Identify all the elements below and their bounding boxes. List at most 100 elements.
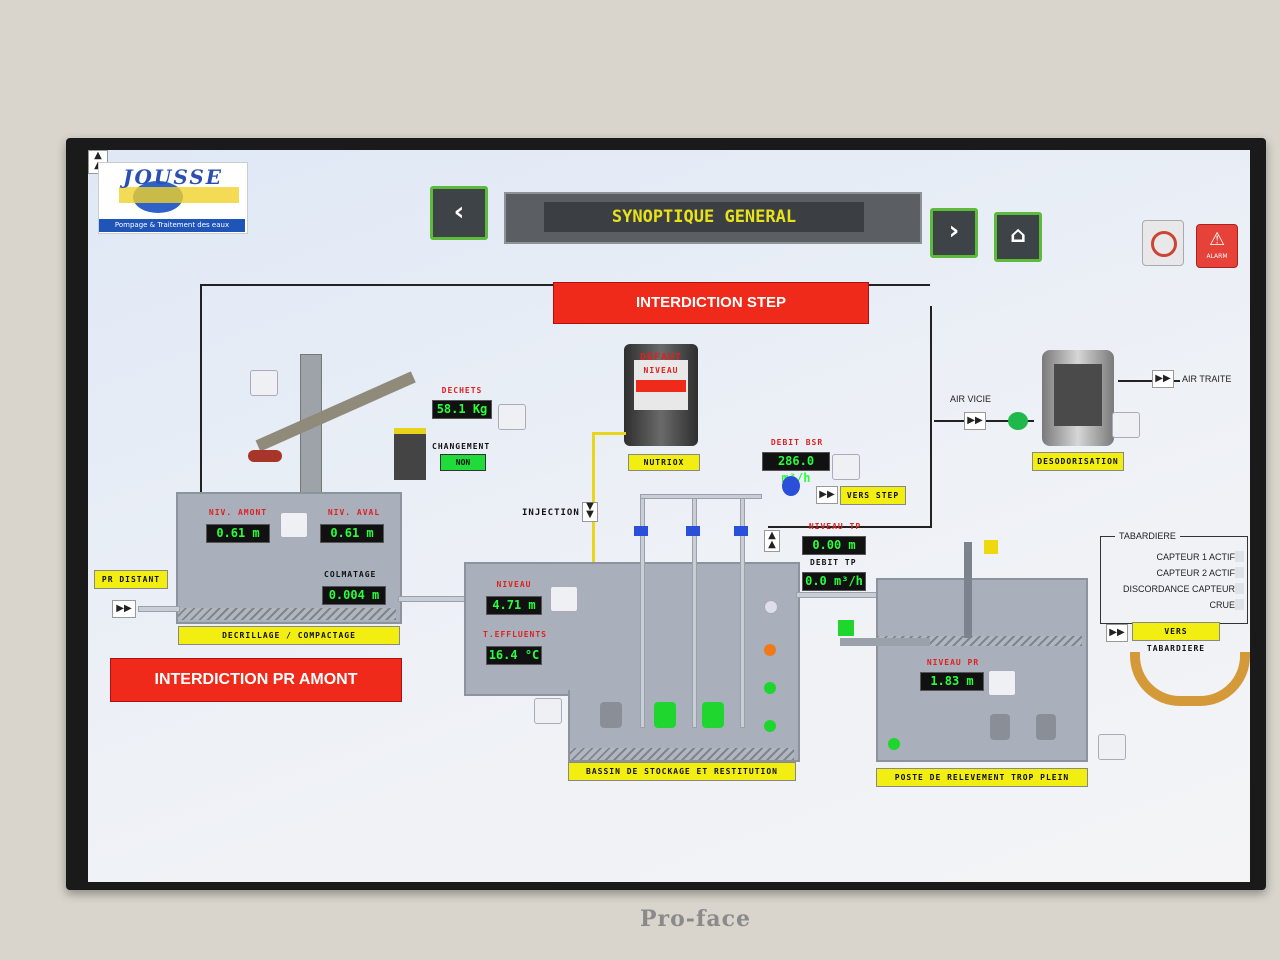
alarm-button[interactable]: ⚠ ALARM	[1196, 224, 1238, 268]
pump-1[interactable]	[600, 702, 622, 728]
debit-tp-value: 0.0 m³/h	[802, 572, 866, 591]
changement-value[interactable]: NON	[440, 454, 486, 471]
reset-icon-dechets[interactable]	[498, 404, 526, 430]
bassin-name: BASSIN DE STOCKAGE ET RESTITUTION	[568, 762, 796, 781]
maintenance-icon-bassin-2[interactable]	[534, 698, 562, 724]
vers-step-arrow[interactable]: ▶▶	[816, 486, 838, 504]
nutriox-niveau-label: NIVEAU	[643, 366, 679, 375]
bassin-niveau-label: NIVEAU	[496, 580, 532, 589]
reset-icon-debit[interactable]	[832, 454, 860, 480]
alarm-off-icon	[1151, 231, 1177, 257]
degrillage-tank-floor	[178, 608, 396, 620]
tabardiere-item-label: CAPTEUR 1 ACTIF	[1156, 552, 1235, 562]
bell-icon: ⚠	[1209, 229, 1226, 250]
pump-3[interactable]	[702, 702, 724, 728]
niv-aval-label: NIV. AVAL	[327, 508, 381, 517]
tabardiere-channel	[1130, 652, 1250, 706]
title-bar: SYNOPTIQUE GENERAL	[504, 192, 922, 244]
bassin-niveau-value: 4.71 m	[486, 596, 542, 615]
niveau-pr-label: NIVEAU PR	[926, 658, 980, 667]
maintenance-icon-pr[interactable]	[988, 670, 1016, 696]
maintenance-icon-bassin[interactable]	[550, 586, 578, 612]
tabardiere-indicator	[1235, 583, 1244, 594]
niv-aval-value: 0.61 m	[320, 524, 384, 543]
maintenance-icon-1[interactable]	[250, 370, 278, 396]
debit-bsr-value: 286.0 m³/h	[762, 452, 830, 485]
hmi-screen: JOUSSE Pompage & Traitement des eaux ‹ S…	[88, 150, 1250, 882]
dechets-label: DECHETS	[441, 386, 483, 395]
level-arrows-tp[interactable]: ▲▲	[764, 530, 780, 552]
tabardiere-item-label: DISCORDANCE CAPTEUR	[1122, 584, 1235, 594]
vers-tabardiere-arrow[interactable]: ▶▶	[1106, 624, 1128, 642]
pr-float-indicator	[888, 738, 900, 750]
maintenance-icon-deso[interactable]	[1112, 412, 1140, 438]
fan-icon	[1008, 412, 1028, 430]
line-left-vertical	[200, 284, 202, 502]
motor-red	[248, 450, 282, 462]
niv-amont-value: 0.61 m	[206, 524, 270, 543]
maintenance-icon-amont[interactable]	[280, 512, 308, 538]
tabardiere-indicator	[1235, 567, 1244, 578]
pump-2[interactable]	[654, 702, 676, 728]
temp-label: T.EFFLUENTS	[483, 630, 547, 639]
poste-name: POSTE DE RELEVEMENT TROP PLEIN	[876, 768, 1088, 787]
nutriox-level-bar	[636, 380, 686, 392]
nutriox-tank: DEFAUT NIVEAU	[624, 344, 698, 446]
float-indicator-3	[764, 682, 776, 694]
bassin-floor	[570, 748, 794, 760]
niveau-pr-value: 1.83 m	[920, 672, 984, 691]
chevron-left-icon: ‹	[453, 197, 465, 227]
tabardiere-title: TABARDIERE	[1115, 531, 1180, 541]
forward-button[interactable]: ›	[930, 208, 978, 258]
chevron-right-icon: ›	[948, 216, 960, 246]
temp-value: 16.4 °C	[486, 646, 542, 665]
pr-distant-arrow[interactable]: ▶▶	[112, 600, 136, 618]
air-vicie-arrow[interactable]: ▶▶	[964, 412, 986, 430]
alarm-label: ALARM	[1206, 253, 1228, 260]
nutriox-name: NUTRIOX	[628, 454, 700, 471]
sensor-yellow	[984, 540, 998, 554]
alarm-acknowledge-button[interactable]	[1142, 220, 1184, 266]
changement-label: CHANGEMENT	[432, 442, 491, 451]
flowmeter-icon	[782, 476, 800, 496]
niveau-tp-label: NIVEAU TP	[808, 522, 862, 531]
valve-3-icon[interactable]	[734, 526, 748, 536]
waste-bin	[394, 428, 426, 480]
pr-pump-1[interactable]	[990, 714, 1010, 740]
pipe-pr-distant	[138, 606, 180, 612]
injection-arrow[interactable]: ▼▼	[582, 502, 598, 522]
logo-yellow-swash	[119, 187, 239, 203]
line-step-h	[768, 526, 932, 528]
logo-text: JOUSSE	[123, 165, 224, 189]
dechets-value: 58.1 Kg	[432, 400, 492, 419]
desodorisation-name: DESODORISATION	[1032, 452, 1124, 471]
valve-2-icon[interactable]	[686, 526, 700, 536]
pr-pipe-inlet	[840, 638, 930, 646]
vers-step-label: VERS STEP	[840, 486, 906, 505]
home-icon: ⌂	[1010, 223, 1026, 248]
tabardiere-indicator	[1235, 551, 1244, 562]
pr-valve-green[interactable]	[838, 620, 854, 636]
niv-amont-label: NIV. AMONT	[208, 508, 268, 517]
float-indicator-2	[764, 644, 776, 656]
home-button[interactable]: ⌂	[994, 212, 1042, 262]
sensor-mast	[964, 542, 972, 638]
line-air-traite	[1118, 380, 1180, 382]
back-button[interactable]: ‹	[430, 186, 488, 240]
interdiction-pr-amont-banner: INTERDICTION PR AMONT	[110, 658, 402, 702]
bassin-header	[640, 494, 762, 499]
air-traite-label: AIR TRAITE	[1182, 374, 1232, 384]
logo-subtitle: Pompage & Traitement des eaux	[99, 219, 245, 232]
float-indicator-1	[764, 600, 778, 614]
injection-pipe-h	[592, 432, 626, 435]
company-logo: JOUSSE Pompage & Traitement des eaux	[98, 162, 248, 234]
desodorisation-tank	[1042, 350, 1114, 446]
vers-tabardiere-label: VERS TABARDIERE	[1132, 622, 1220, 653]
air-vicie-label: AIR VICIE	[950, 394, 992, 404]
air-traite-arrow[interactable]: ▶▶	[1152, 370, 1174, 388]
pr-pump-2[interactable]	[1036, 714, 1056, 740]
degrillage-name: DECRILLAGE / COMPACTAGE	[178, 626, 400, 645]
maintenance-icon-pr-2[interactable]	[1098, 734, 1126, 760]
niveau-tp-value: 0.00 m	[802, 536, 866, 555]
valve-1-icon[interactable]	[634, 526, 648, 536]
